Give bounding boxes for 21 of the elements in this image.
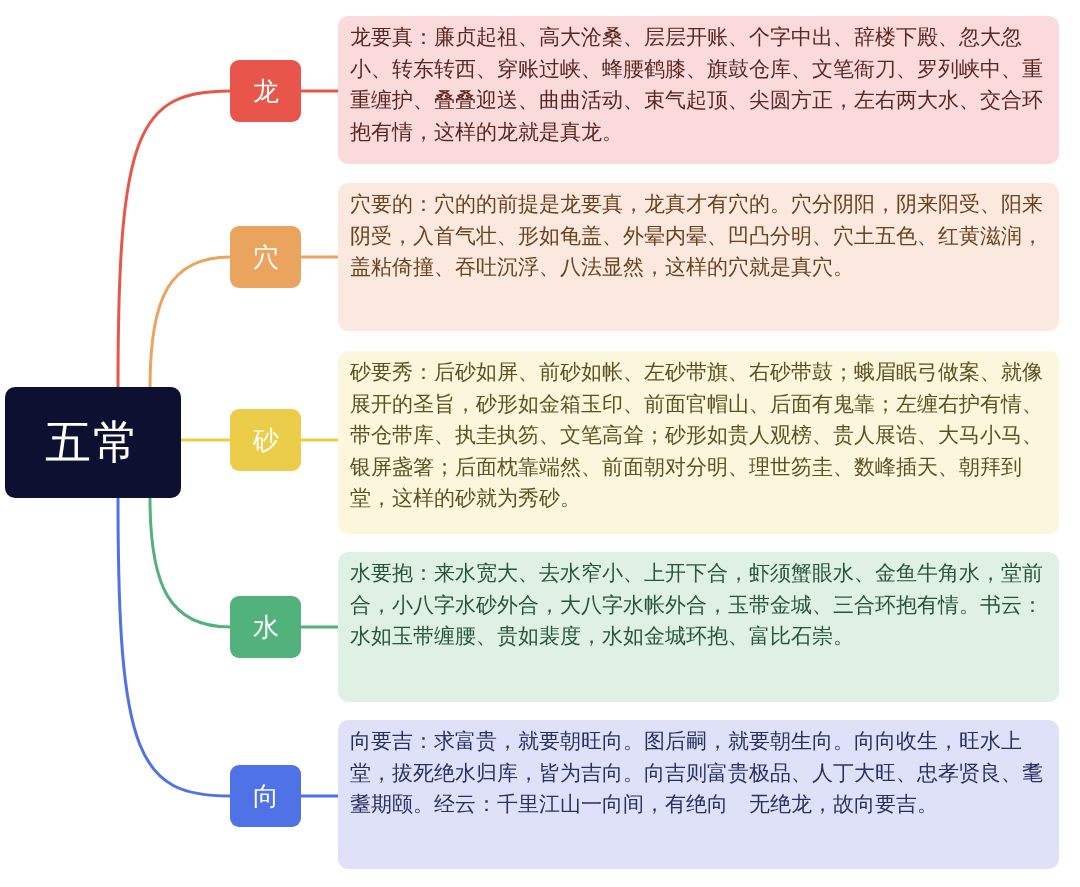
- connector-line: [301, 255, 338, 259]
- topic-box: 砂: [230, 409, 301, 471]
- connector-line: [301, 438, 338, 442]
- topic-box: 向: [230, 765, 301, 827]
- connector-line: [301, 794, 338, 798]
- connector-line: [181, 438, 230, 442]
- connector-line: [116, 89, 231, 387]
- topic-box: 穴: [230, 226, 301, 288]
- note-box: 水要抱：来水宽大、去水窄小、上开下合，虾须蟹眼水、金鱼牛角水，堂前合，小八字水砂外合，大八字水帐外合，玉带金城、三合环抱有情。书云：水如玉带缠腰、贵如裴度，水如金城环抱、富比石崇。: [338, 552, 1059, 702]
- connector-line: [148, 255, 231, 388]
- connector-line: [301, 89, 338, 93]
- connector-line: [148, 497, 231, 629]
- note-box: 穴要的：穴的的前提是龙要真，龙真才有穴的。穴分阴阳，阴来阳受、阳来阴受，入首气壮、形如龟盖、外晕内晕、凹凸分明、穴土五色、红黄滋润，盖粘倚撞、吞吐沉浮、八法显然，这样的穴就是真穴。: [338, 183, 1059, 331]
- connector-line: [116, 498, 231, 798]
- topic-box: 龙: [230, 60, 301, 122]
- note-box: 向要吉：求富贵，就要朝旺向。图后嗣，就要朝生向。向向收生，旺水上堂，拔死绝水归库，皆为吉向。向吉则富贵极品、人丁大旺、忠孝贤良、耄耋期颐。经云：千里江山一向间，有绝向 无绝龙，故向要吉。: [338, 720, 1059, 869]
- connector-line: [301, 625, 338, 629]
- note-box: 龙要真：廉贞起祖、高大沧桑、层层开账、个字中出、辞楼下殿、忽大忽小、转东转西、穿账过峡、蜂腰鹤膝、旗鼓仓库、文笔衙刀、罗列峡中、重重缠护、叠叠迎送、曲曲活动、束气起顶、尖圆方正，左右两大水、交合环抱有情，这样的龙就是真龙。: [338, 16, 1059, 164]
- note-box: 砂要秀：后砂如屏、前砂如帐、左砂带旗、右砂带鼓；蛾眉眠弓做案、就像展开的圣旨，砂形如金箱玉印、前面官帽山、后面有鬼靠；左缠右护有情、带仓带库、执圭执笏、文笔高耸；砂形如贵人观榜、贵人展诰、大马小马、银屏盏箸；后面枕靠端然、前面朝对分明、理世笏圭、数峰插天、朝拜到堂，这样的砂就为秀砂。: [338, 351, 1059, 534]
- root-box: 五常: [5, 387, 181, 498]
- topic-box: 水: [230, 596, 301, 658]
